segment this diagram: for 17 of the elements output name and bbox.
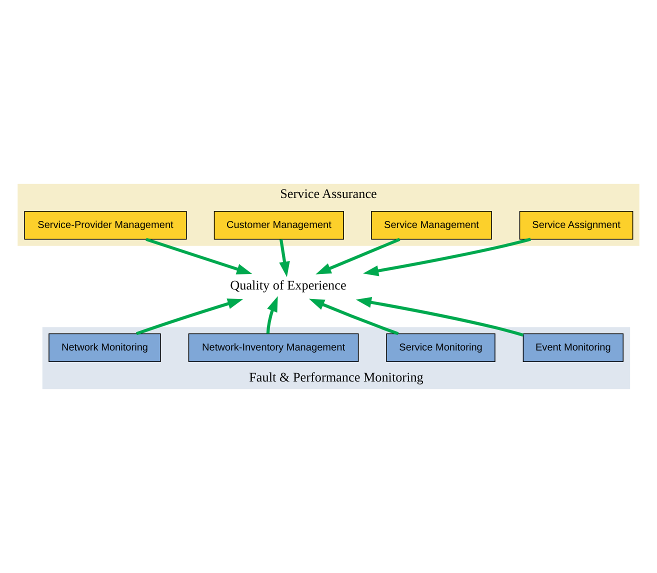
node-box: Network-Inventory Management	[188, 333, 359, 362]
arrow	[308, 298, 399, 336]
arrow	[136, 298, 244, 336]
node-box: Service Management	[371, 211, 492, 240]
node-box: Service Assignment	[519, 211, 634, 240]
arrow	[146, 238, 252, 274]
arrow	[266, 296, 278, 334]
arrow	[279, 239, 290, 278]
node-box: Customer Management	[214, 211, 344, 240]
node-box: Service-Provider Management	[24, 211, 187, 240]
arrow	[363, 238, 531, 276]
arrow	[356, 297, 524, 337]
node-box: Event Monitoring	[522, 333, 624, 362]
node-box: Network Monitoring	[48, 333, 161, 362]
node-box: Service Monitoring	[386, 333, 496, 362]
arrow	[316, 238, 400, 274]
node-text: Quality of Experience	[230, 278, 346, 293]
